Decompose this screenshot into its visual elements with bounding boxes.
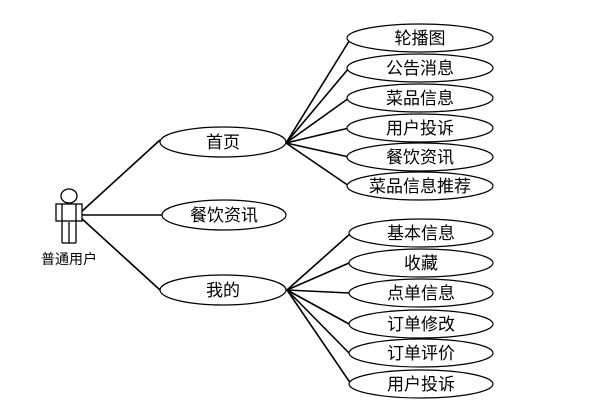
usecase-mine[interactable]: 我的 bbox=[159, 274, 287, 306]
usecase-home-label: 首页 bbox=[206, 133, 240, 153]
usecase-order-edit-label: 订单修改 bbox=[387, 315, 455, 335]
edge-home-complaint bbox=[285, 127, 350, 144]
usecase-favorites[interactable]: 收藏 bbox=[348, 248, 494, 278]
edge-actor-mine bbox=[79, 216, 161, 291]
usecase-order-info[interactable]: 点单信息 bbox=[348, 278, 494, 308]
usecase-dining-news[interactable]: 餐饮资讯 bbox=[346, 142, 494, 172]
edge-home-dish-info bbox=[285, 97, 350, 144]
usecase-announcement[interactable]: 公告消息 bbox=[346, 53, 494, 83]
edge-actor-home bbox=[79, 139, 161, 214]
usecase-order-info-label: 点单信息 bbox=[387, 284, 455, 304]
usecase-dining-info[interactable]: 餐饮资讯 bbox=[161, 199, 287, 231]
actor-label: 普通用户 bbox=[41, 251, 97, 268]
usecase-order-edit[interactable]: 订单修改 bbox=[348, 309, 494, 339]
edge-mine-favorites bbox=[286, 262, 350, 291]
usecase-mine-label: 我的 bbox=[206, 281, 240, 301]
edge-mine-complaint bbox=[286, 289, 352, 385]
usecase-complaint-label: 用户投诉 bbox=[386, 119, 454, 139]
usecase-carousel-label: 轮播图 bbox=[395, 29, 446, 49]
usecase-announcement-label: 公告消息 bbox=[386, 59, 454, 79]
edge-mine-order-review bbox=[286, 289, 350, 354]
usecase-dining-news-label: 餐饮资讯 bbox=[386, 148, 454, 168]
edge-mine-order-info bbox=[286, 289, 350, 294]
user-actor-icon bbox=[55, 188, 83, 244]
usecase-complaint[interactable]: 用户投诉 bbox=[346, 113, 494, 143]
edge-mine-basic-info bbox=[286, 232, 352, 291]
edge-home-dish-recommend bbox=[285, 142, 350, 187]
usecase-dish-recommend-label: 菜品信息推荐 bbox=[369, 177, 471, 197]
usecase-order-review-label: 订单评价 bbox=[387, 344, 455, 364]
edge-home-dining-news bbox=[285, 142, 350, 158]
usecase-complaint2-label: 用户投诉 bbox=[387, 375, 455, 395]
edge-mine-order-edit bbox=[286, 289, 350, 325]
usecase-basic-info-label: 基本信息 bbox=[387, 224, 455, 244]
usecase-order-review[interactable]: 订单评价 bbox=[348, 338, 494, 368]
usecase-favorites-label: 收藏 bbox=[404, 254, 438, 274]
usecase-dish-recommend[interactable]: 菜品信息推荐 bbox=[346, 171, 494, 201]
usecase-carousel[interactable]: 轮播图 bbox=[346, 23, 494, 53]
usecase-basic-info[interactable]: 基本信息 bbox=[348, 218, 494, 248]
edge-home-announcement bbox=[285, 67, 350, 144]
usecase-home[interactable]: 首页 bbox=[159, 126, 287, 158]
usecase-dish-info[interactable]: 菜品信息 bbox=[346, 83, 494, 113]
usecase-dish-info-label: 菜品信息 bbox=[386, 89, 454, 109]
usecase-complaint2[interactable]: 用户投诉 bbox=[348, 369, 494, 399]
usecase-dining-info-label: 餐饮资讯 bbox=[190, 206, 258, 226]
edge-home-carousel bbox=[285, 37, 352, 144]
